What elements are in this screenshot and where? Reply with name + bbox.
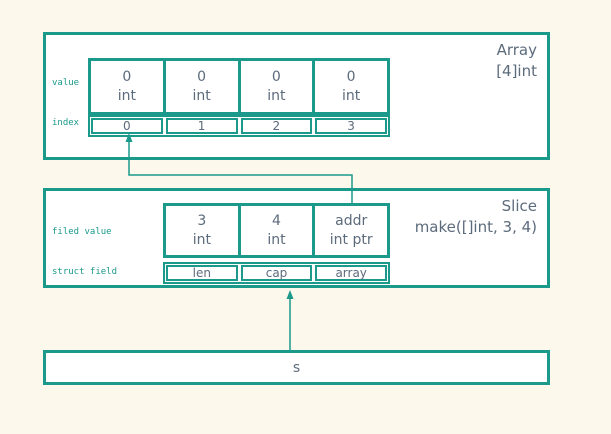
cell-value: 0 bbox=[197, 68, 207, 85]
array-title-line2: [4]int bbox=[496, 62, 537, 80]
cell-type: int bbox=[192, 87, 211, 104]
slice-box: Slice make([]int, 3, 4) filed value stru… bbox=[43, 188, 550, 288]
cell-type: int bbox=[117, 87, 136, 104]
cell-value: addr bbox=[335, 212, 368, 229]
array-value-cell: 0 int bbox=[162, 58, 241, 115]
slice-len-cell: 3 int bbox=[163, 203, 241, 258]
array-title: Array [4]int bbox=[496, 40, 537, 82]
slice-title: Slice make([]int, 3, 4) bbox=[415, 196, 537, 238]
cell-type: int bbox=[192, 231, 211, 248]
cell-type: int bbox=[267, 231, 286, 248]
slice-struct-field-row-label: struct field bbox=[52, 267, 118, 277]
array-index-row-label: index bbox=[52, 118, 80, 128]
slice-struct-field-strip: len cap array bbox=[163, 262, 390, 284]
cell-value: 0 bbox=[122, 68, 132, 85]
slice-cap-cell: 4 int bbox=[237, 203, 316, 258]
array-title-line1: Array bbox=[496, 41, 537, 59]
array-index-cell: 1 bbox=[165, 118, 238, 134]
slice-value-cells: 3 int 4 int addr int ptr bbox=[163, 203, 391, 258]
array-box: Array [4]int value index 0 int 0 int 0 i… bbox=[43, 32, 550, 160]
array-value-cell: 0 int bbox=[237, 58, 316, 115]
array-value-cell: 0 int bbox=[312, 58, 390, 115]
cell-value: 0 bbox=[346, 68, 356, 85]
slice-struct-field-cell: array bbox=[315, 265, 388, 281]
arrowhead-slice bbox=[286, 290, 294, 299]
variable-box: s bbox=[43, 350, 550, 385]
array-index-cell: 2 bbox=[240, 118, 313, 134]
array-value-row-label: value bbox=[52, 78, 80, 88]
cell-type: int bbox=[341, 87, 361, 104]
slice-struct-field-cell: cap bbox=[240, 265, 313, 281]
array-value-cells: 0 int 0 int 0 int 0 int bbox=[88, 58, 390, 115]
slice-title-line2: make([]int, 3, 4) bbox=[414, 218, 537, 236]
cell-value: 4 bbox=[272, 212, 281, 229]
cell-type: int ptr bbox=[329, 231, 373, 248]
slice-field-value-row-label: filed value bbox=[52, 227, 112, 237]
array-index-cell: 0 bbox=[91, 118, 163, 134]
cell-value: 3 bbox=[197, 212, 207, 229]
array-index-cell: 3 bbox=[315, 118, 387, 134]
slice-array-pointer-cell: addr int ptr bbox=[312, 203, 391, 258]
slice-struct-field-cell: len bbox=[166, 265, 238, 281]
array-value-cell: 0 int bbox=[88, 58, 166, 115]
slice-title-line1: Slice bbox=[501, 197, 537, 215]
variable-name: s bbox=[292, 359, 301, 376]
array-index-strip: 0 1 2 3 bbox=[88, 115, 390, 137]
cell-type: int bbox=[267, 87, 286, 104]
cell-value: 0 bbox=[271, 68, 281, 85]
